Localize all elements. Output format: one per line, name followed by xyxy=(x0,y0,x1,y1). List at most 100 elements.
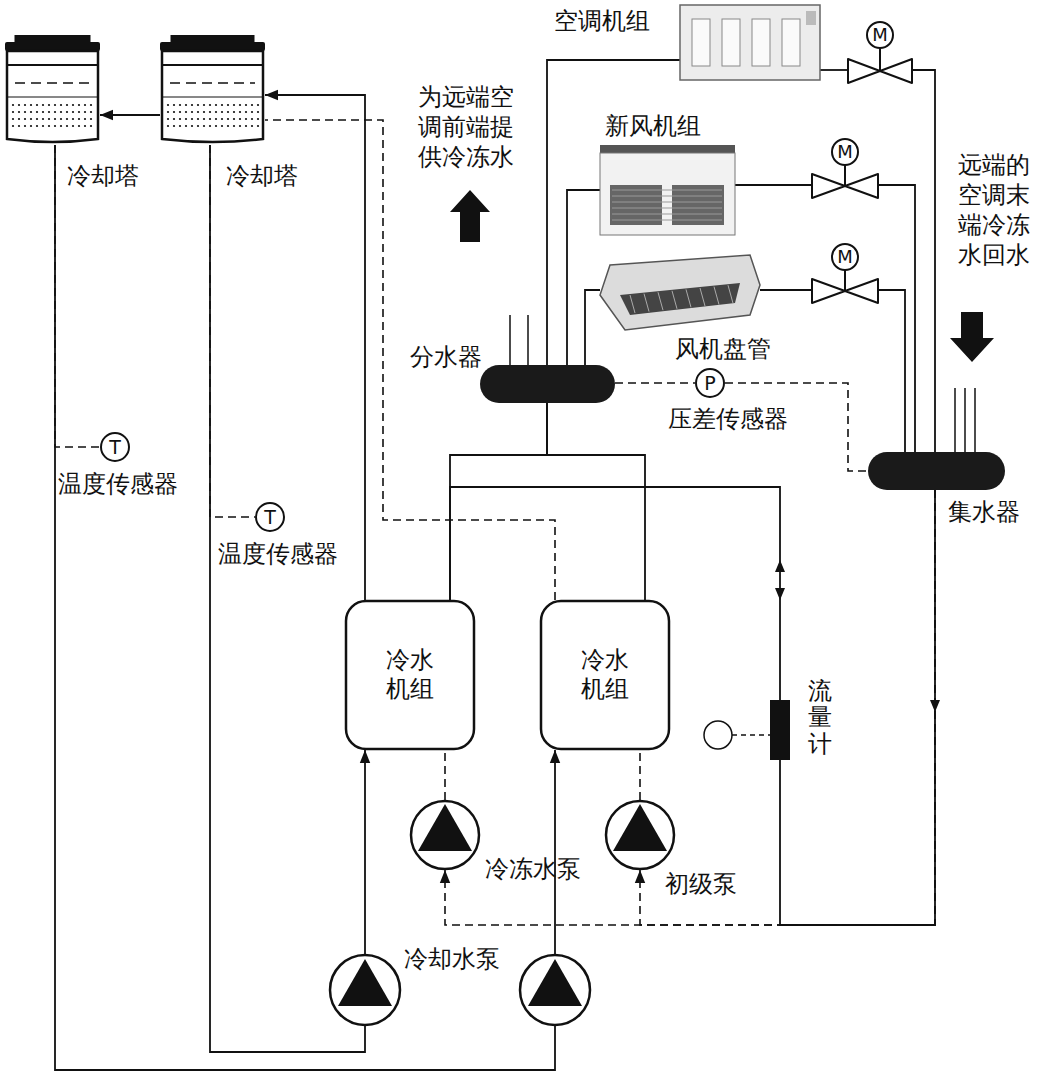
cooling-tower-shape xyxy=(78,125,80,127)
dashed-pipe xyxy=(445,490,935,925)
node-label: 新风机组 xyxy=(605,112,701,141)
fan-coil-unit: 风机盘管 xyxy=(600,255,760,330)
dashed-pipe xyxy=(265,120,555,600)
water-collector: 集水器 xyxy=(868,452,1005,490)
pipe-line xyxy=(878,290,905,452)
fan-coil-unit-shape xyxy=(686,289,691,307)
cooling-tower-shape xyxy=(72,118,74,120)
cooling-tower-shape xyxy=(84,104,86,106)
flow-meter: 流量计 xyxy=(770,700,790,760)
cooling-tower-shape xyxy=(36,111,38,113)
node-label: 空调机组 xyxy=(554,7,650,36)
dashed-pipe xyxy=(639,750,641,800)
cooling-tower-shape xyxy=(203,125,205,127)
cooling-tower-shape xyxy=(160,42,265,51)
cooling-tower-shape xyxy=(48,104,50,106)
fresh-air-unit-shape xyxy=(600,145,735,153)
cooling-tower-shape xyxy=(233,118,235,120)
cooling-tower-shape xyxy=(191,111,193,113)
chilled-water-pump-shape xyxy=(418,804,472,851)
pipe-line xyxy=(100,114,160,116)
dashed-pipe xyxy=(615,382,695,384)
fresh-air-unit-shape xyxy=(612,196,722,197)
cooling-water-pump xyxy=(330,955,400,1025)
node-label: T xyxy=(100,432,130,462)
cooling-tower-shape xyxy=(84,125,86,127)
primary-pump-shape xyxy=(606,801,674,869)
fresh-air-unit-shape xyxy=(672,185,724,225)
header-stub xyxy=(509,315,511,365)
node-label: 温度传感器 xyxy=(218,540,338,569)
cooling-tower-shape xyxy=(15,82,90,84)
cooling-tower-shape xyxy=(167,125,169,127)
cooling-tower-shape xyxy=(48,118,50,120)
cooling-tower-shape xyxy=(36,125,38,127)
cooling-tower-shape xyxy=(245,111,247,113)
cooling-tower-shape xyxy=(251,104,253,106)
cooling-tower-shape xyxy=(179,118,181,120)
cooling-tower-shape xyxy=(24,104,26,106)
cooling-tower-shape xyxy=(7,51,98,142)
cooling-tower-shape xyxy=(162,51,263,142)
fresh-air-unit-shape xyxy=(600,145,735,235)
cooling-tower-shape xyxy=(12,104,14,106)
cooling-tower-shape xyxy=(66,125,68,127)
node-label: 温度传感器 xyxy=(58,470,178,499)
cooling-tower-shape xyxy=(197,104,199,106)
node-label: 压差传感器 xyxy=(668,405,788,434)
flow-meter-shape xyxy=(770,700,790,760)
cooling-tower-shape xyxy=(197,111,199,113)
temperature-sensor: T温度传感器 xyxy=(255,502,285,532)
cooling-tower-shape xyxy=(90,104,92,106)
air-handling-unit-shape xyxy=(692,19,710,66)
cooling-tower-shape xyxy=(209,118,211,120)
cooling-tower-shape xyxy=(209,111,211,113)
cooling-tower-shape xyxy=(233,125,235,127)
chilled-water-pump-shape xyxy=(410,800,480,870)
cooling-tower-shape xyxy=(203,111,205,113)
flow-meter-shape xyxy=(770,700,790,760)
air-handling-unit-shape xyxy=(722,19,740,66)
cooling-tower-shape xyxy=(171,35,255,42)
cooling-tower-shape xyxy=(54,125,56,127)
pressure-sensor-shape xyxy=(696,369,724,397)
block-arrow xyxy=(950,312,994,362)
chilled-water-pump-shape xyxy=(411,801,479,869)
pressure-gauge xyxy=(732,734,770,736)
motor-valve: M xyxy=(812,138,878,200)
motor-valve: M xyxy=(812,243,878,305)
fan-coil-unit-shape xyxy=(728,285,733,303)
pressure-sensor: P压差传感器 xyxy=(695,368,725,398)
node-label: 流量计 xyxy=(808,678,832,757)
cooling-tower-shape xyxy=(239,125,241,127)
air-handling-unit-shape xyxy=(782,19,800,66)
motor-valve-shape xyxy=(879,48,881,71)
cooling-tower-shape xyxy=(84,118,86,120)
cooling-tower-shape xyxy=(221,118,223,120)
node-label: M xyxy=(848,21,912,49)
cooling-tower-shape xyxy=(24,111,26,113)
water-distributor-shape xyxy=(480,365,615,403)
cooling-tower-shape xyxy=(170,82,255,84)
node-label: T xyxy=(255,502,285,532)
fan-coil-unit-shape xyxy=(630,295,635,313)
cooling-tower-shape xyxy=(24,125,26,127)
chiller-unit: 冷水机组 xyxy=(345,600,475,750)
annotation-label: 远端的空调末端冷冻水回水 xyxy=(958,150,1030,270)
cooling-tower-shape xyxy=(185,104,187,106)
cooling-tower-shape xyxy=(215,125,217,127)
cooling-tower-shape xyxy=(54,104,56,106)
dashed-pipe xyxy=(55,145,100,447)
node-label: M xyxy=(812,243,878,271)
cooling-tower-shape xyxy=(15,35,91,42)
fresh-air-unit-shape xyxy=(612,190,722,191)
cooling-tower-shape xyxy=(251,125,253,127)
cooling-tower-shape xyxy=(30,111,32,113)
node-label: M xyxy=(812,138,878,166)
chiller-unit: 冷水机组 xyxy=(540,600,670,750)
pipe-line xyxy=(735,184,812,186)
cooling-tower-shape xyxy=(30,125,32,127)
cooling-tower-shape xyxy=(60,111,62,113)
